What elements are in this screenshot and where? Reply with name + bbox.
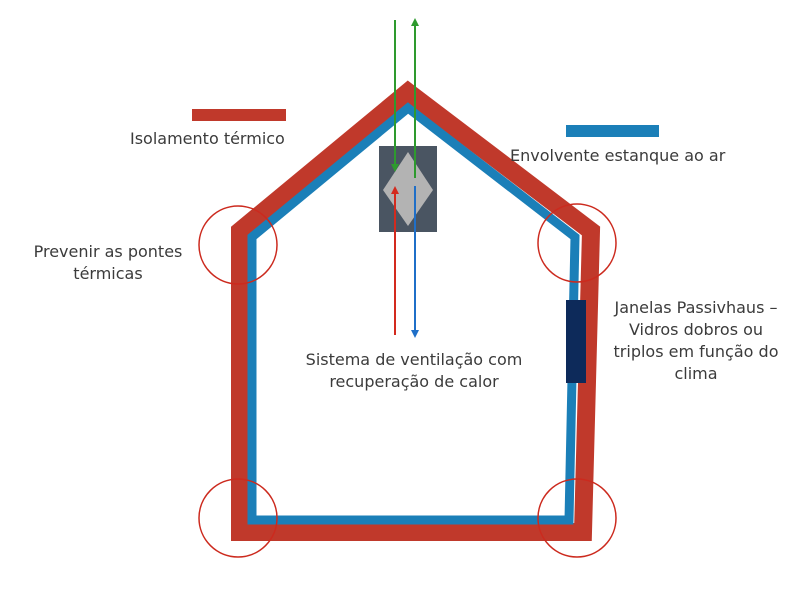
- thermal-bridge-circle-bottom-left: [198, 478, 278, 558]
- insulation-legend-label: Isolamento térmico: [130, 129, 285, 148]
- thermal-bridge-circle-top-right: [537, 203, 617, 283]
- windows-label: Janelas Passivhaus – Vidros dobros ou tr…: [613, 298, 779, 383]
- thermal-bridge-circle-top-left: [198, 205, 278, 285]
- airtight-legend-label: Envolvente estanque ao ar: [510, 146, 726, 165]
- ventilation-label: Sistema de ventilação com recuperação de…: [305, 350, 523, 391]
- legend-swatch-insulation: [192, 109, 286, 121]
- legend-swatch-airtight: [566, 125, 659, 137]
- passivhaus-window: [566, 300, 586, 383]
- house-airtight-layer: [247, 102, 580, 525]
- thermal-bridge-circle-bottom-right: [537, 478, 617, 558]
- thermal-bridges-label: Prevenir as pontes térmicas: [33, 242, 183, 283]
